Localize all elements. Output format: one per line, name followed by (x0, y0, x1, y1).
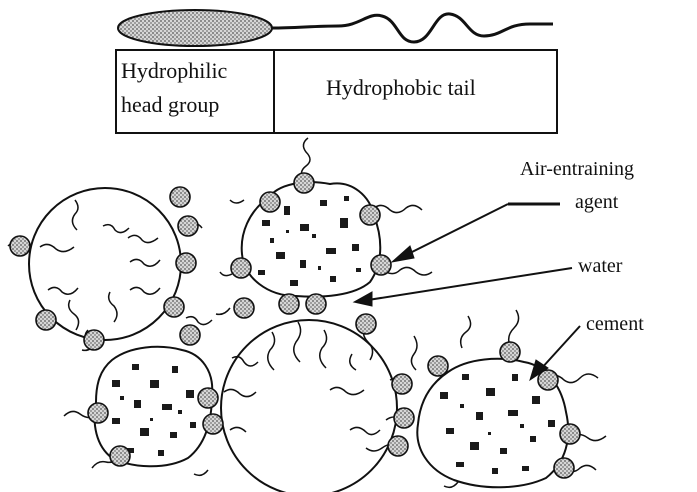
hydrophilic-head-symbol (118, 10, 272, 46)
hydrophobic-tail-label: Hydrophobic tail (326, 77, 476, 99)
water-arrowhead (354, 292, 372, 306)
head-dot (394, 408, 414, 428)
head-dot (231, 258, 251, 278)
head-dot (360, 205, 380, 225)
cement-label: cement (586, 314, 644, 334)
hydrophilic-label-line1: Hydrophilic (121, 60, 227, 82)
head-dot (306, 294, 326, 314)
head-dot (36, 310, 56, 330)
callout-arrows (354, 204, 580, 380)
head-dot (88, 403, 108, 423)
head-dot (500, 342, 520, 362)
head-dot (203, 414, 223, 434)
head-dot (392, 374, 412, 394)
cement-particle-left (95, 347, 213, 466)
head-dot (234, 298, 254, 318)
head-dot (164, 297, 184, 317)
agent-arrowhead (392, 246, 414, 262)
head-dot (110, 446, 130, 466)
air-entraining-label-line2: agent (575, 192, 618, 212)
head-dot (388, 436, 408, 456)
head-dot (356, 314, 376, 334)
head-dot (198, 388, 218, 408)
head-dot (279, 294, 299, 314)
head-dot (560, 424, 580, 444)
head-dot (180, 325, 200, 345)
water-label: water (578, 256, 622, 276)
agent-arrow (404, 204, 508, 256)
hydrophobic-tail-symbol (272, 14, 553, 42)
head-dot (294, 173, 314, 193)
air-entraining-label-line1: Air-entraining (520, 159, 634, 179)
cement-arrow (540, 326, 580, 370)
head-dot (10, 236, 30, 256)
head-dot (84, 330, 104, 350)
head-dot (554, 458, 574, 478)
head-dot (371, 255, 391, 275)
head-dot (170, 187, 190, 207)
head-dot (260, 192, 280, 212)
hydrophilic-label-line2: head group (121, 94, 219, 116)
water-arrow (368, 268, 572, 300)
head-dot (178, 216, 198, 236)
head-dot (428, 356, 448, 376)
head-dot (176, 253, 196, 273)
